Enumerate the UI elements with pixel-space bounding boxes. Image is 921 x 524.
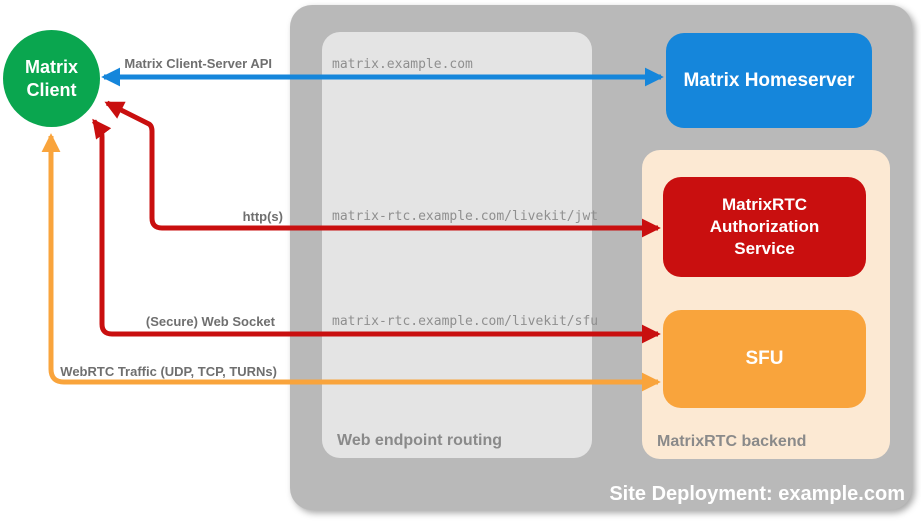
matrix-client-node: Matrix Client (3, 30, 100, 127)
endpoint-matrix-example-com: matrix.example.com (332, 57, 473, 72)
https-label: http(s) (242, 209, 283, 224)
site-deployment-title: Site Deployment: example.com (609, 483, 905, 505)
websocket-label: (Secure) Web Socket (145, 314, 275, 329)
web-endpoint-routing-panel: Web endpoint routing (322, 32, 592, 458)
sfu-node: SFU (663, 310, 866, 408)
endpoint-livekit-sfu: matrix-rtc.example.com/livekit/sfu (332, 314, 599, 329)
matrixrtc-authorization-service-node: MatrixRTC Authorization Service (663, 177, 866, 277)
matrix-homeserver-node: Matrix Homeserver (666, 33, 872, 128)
web-endpoint-routing-label: Web endpoint routing (337, 432, 503, 449)
client-server-api-label: Matrix Client-Server API (124, 56, 272, 71)
matrixrtc-backend-label: MatrixRTC backend (657, 433, 807, 450)
endpoint-livekit-jwt: matrix-rtc.example.com/livekit/jwt (332, 209, 599, 224)
webrtc-traffic-label: WebRTC Traffic (UDP, TCP, TURNs) (60, 364, 277, 379)
